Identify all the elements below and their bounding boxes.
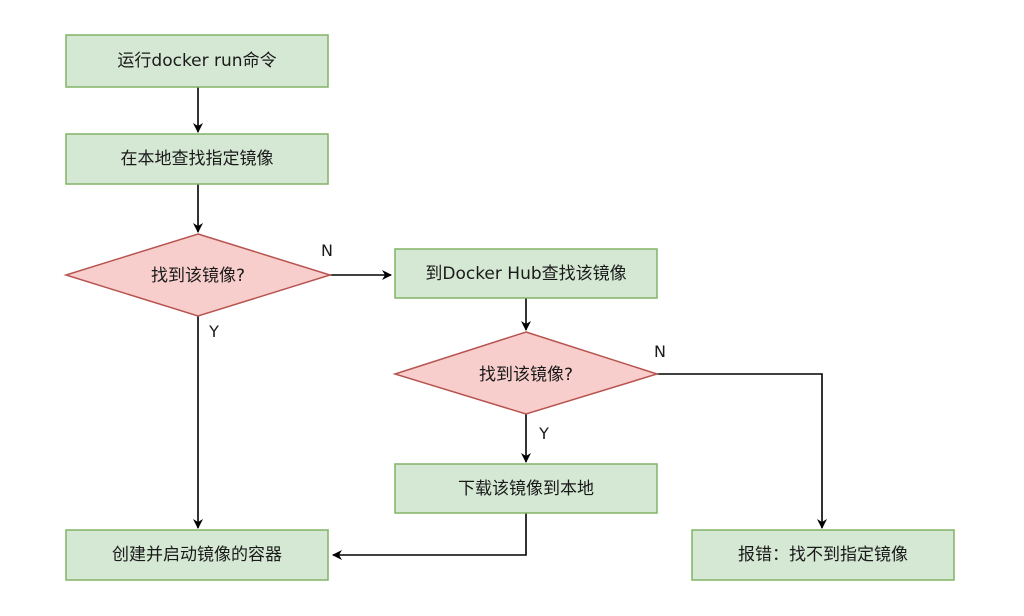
- node-find-local: 在本地查找指定镜像: [65, 133, 329, 185]
- node-download-local: 下载该镜像到本地: [394, 463, 658, 514]
- decision-found-local-shape: [63, 233, 333, 317]
- node-error-label: 报错：找不到指定镜像: [738, 545, 908, 565]
- node-create-container-label: 创建并启动镜像的容器: [112, 545, 282, 565]
- arrow-download-to-create: [332, 513, 527, 560]
- node-error: 报错：找不到指定镜像: [691, 529, 955, 581]
- edge-label-found1-no: N: [321, 241, 333, 260]
- node-run-command: 运行docker run命令: [65, 34, 329, 88]
- node-run-command-box: [65, 34, 329, 88]
- node-find-local-box: [65, 133, 329, 185]
- arrow-found2-no: [657, 373, 827, 529]
- edge-label-found1-yes: Y: [208, 322, 219, 341]
- decision-found-hub-label: 找到该镜像?: [479, 365, 573, 385]
- node-run-command-label: 运行docker run命令: [117, 51, 276, 71]
- node-search-dockerhub-box: [394, 248, 658, 299]
- node-create-container-box: [65, 529, 329, 581]
- decision-found-local: 找到该镜像?: [63, 233, 333, 317]
- node-error-box: [691, 529, 955, 581]
- decision-found-local-label: 找到该镜像?: [151, 266, 245, 286]
- edge-label-found2-yes: Y: [538, 424, 549, 443]
- node-download-local-box: [394, 463, 658, 514]
- decision-found-hub: 找到该镜像?: [392, 331, 660, 415]
- node-download-local-label: 下载该镜像到本地: [458, 479, 594, 499]
- node-search-dockerhub: 到Docker Hub查找该镜像: [394, 248, 658, 299]
- node-search-dockerhub-label: 到Docker Hub查找该镜像: [425, 264, 626, 284]
- node-find-local-label: 在本地查找指定镜像: [121, 149, 274, 169]
- decision-found-hub-shape: [392, 331, 660, 415]
- node-create-container: 创建并启动镜像的容器: [65, 529, 329, 581]
- edge-label-found2-no: N: [654, 342, 666, 361]
